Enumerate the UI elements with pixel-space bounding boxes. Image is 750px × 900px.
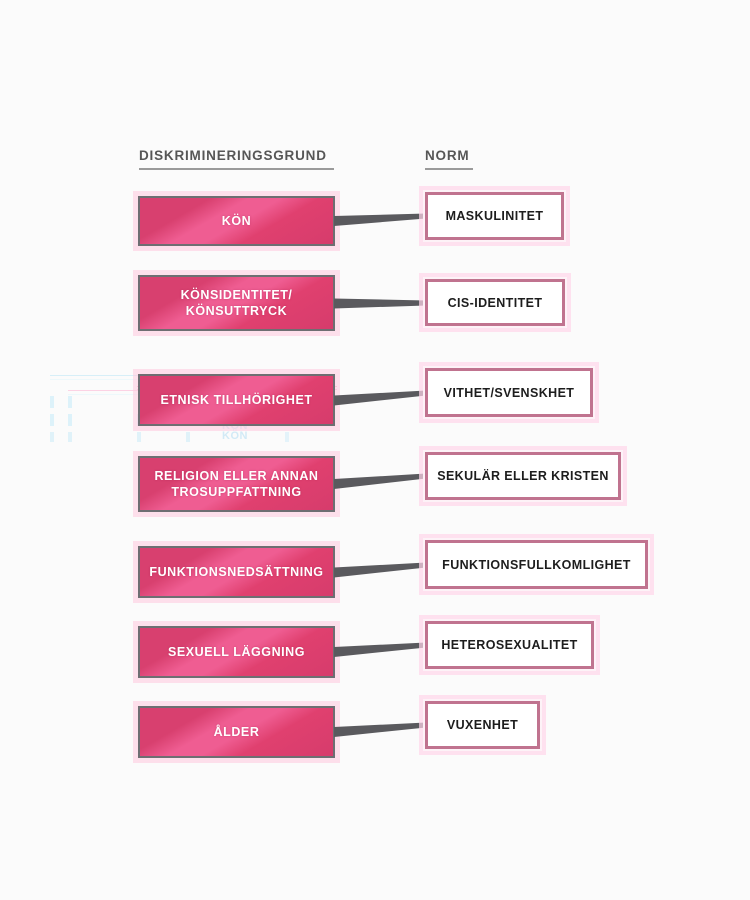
norm-box[interactable]: CIS-IDENTITET bbox=[425, 279, 565, 326]
ghost-mark-vertical bbox=[50, 396, 54, 408]
norm-label: CIS-IDENTITET bbox=[447, 295, 543, 310]
norm-box[interactable]: VUXENHET bbox=[425, 701, 540, 749]
norm-box[interactable]: MASKULINITET bbox=[425, 192, 564, 240]
norm-label: SEKULÄR ELLER KRISTEN bbox=[437, 469, 609, 483]
discrimination-ground-box[interactable]: FUNKTIONSNEDSÄTTNING bbox=[138, 546, 335, 598]
connector-line bbox=[334, 383, 426, 411]
norm-label: VITHET/SVENSKHET bbox=[443, 385, 575, 400]
connector-line bbox=[334, 466, 426, 494]
norm-label: FUNKTIONSFULLKOMLIGHET bbox=[442, 557, 631, 572]
column-header-norm: NORM bbox=[425, 148, 473, 170]
discrimination-ground-label: ÅLDER bbox=[213, 725, 260, 739]
ghost-mark-vertical bbox=[50, 414, 54, 426]
norm-label: MASKULINITET bbox=[445, 209, 544, 223]
ghost-mark-vertical bbox=[186, 432, 190, 442]
ghost-mark-vertical bbox=[50, 432, 54, 442]
norm-box[interactable]: SEKULÄR ELLER KRISTEN bbox=[425, 452, 621, 500]
discrimination-ground-box[interactable]: ETNISK TILLHÖRIGHET bbox=[138, 374, 335, 426]
ghost-mark-vertical bbox=[285, 432, 289, 442]
discrimination-ground-box[interactable]: KÖNSIDENTITET/KÖNSUTTRYCK bbox=[138, 275, 335, 331]
ghost-mark-vertical bbox=[68, 432, 72, 442]
connector-line bbox=[334, 293, 426, 314]
ghost-mark-vertical bbox=[68, 414, 72, 426]
discrimination-ground-label: ETNISK TILLHÖRIGHET bbox=[160, 393, 313, 407]
ghost-mark-vertical bbox=[68, 396, 72, 408]
norm-label: HETEROSEXUALITET bbox=[441, 638, 578, 652]
connector-line bbox=[334, 715, 426, 742]
connector-line bbox=[334, 206, 426, 231]
column-header-diskrimineringsgrund: DISKRIMINERINGSGRUND bbox=[139, 148, 334, 170]
ghost-text: KÖN bbox=[222, 430, 248, 442]
discrimination-ground-box[interactable]: SEXUELL LÄGGNING bbox=[138, 626, 335, 678]
ghost-mark-vertical bbox=[137, 432, 141, 442]
norm-label: VUXENHET bbox=[446, 718, 519, 732]
discrimination-ground-label: SEXUELL LÄGGNING bbox=[167, 645, 306, 659]
discrimination-ground-label: KÖNSIDENTITET/KÖNSUTTRYCK bbox=[180, 288, 293, 318]
norm-box[interactable]: FUNKTIONSFULLKOMLIGHET bbox=[425, 540, 648, 589]
discrimination-ground-label: FUNKTIONSNEDSÄTTNING bbox=[149, 565, 324, 579]
connector-line bbox=[334, 555, 426, 583]
connector-line bbox=[334, 635, 426, 662]
discrimination-ground-label: KÖN bbox=[221, 214, 252, 228]
discrimination-ground-box[interactable]: KÖN bbox=[138, 196, 335, 246]
norm-box[interactable]: VITHET/SVENSKHET bbox=[425, 368, 593, 417]
discrimination-ground-box[interactable]: ÅLDER bbox=[138, 706, 335, 758]
norm-box[interactable]: HETEROSEXUALITET bbox=[425, 621, 594, 669]
